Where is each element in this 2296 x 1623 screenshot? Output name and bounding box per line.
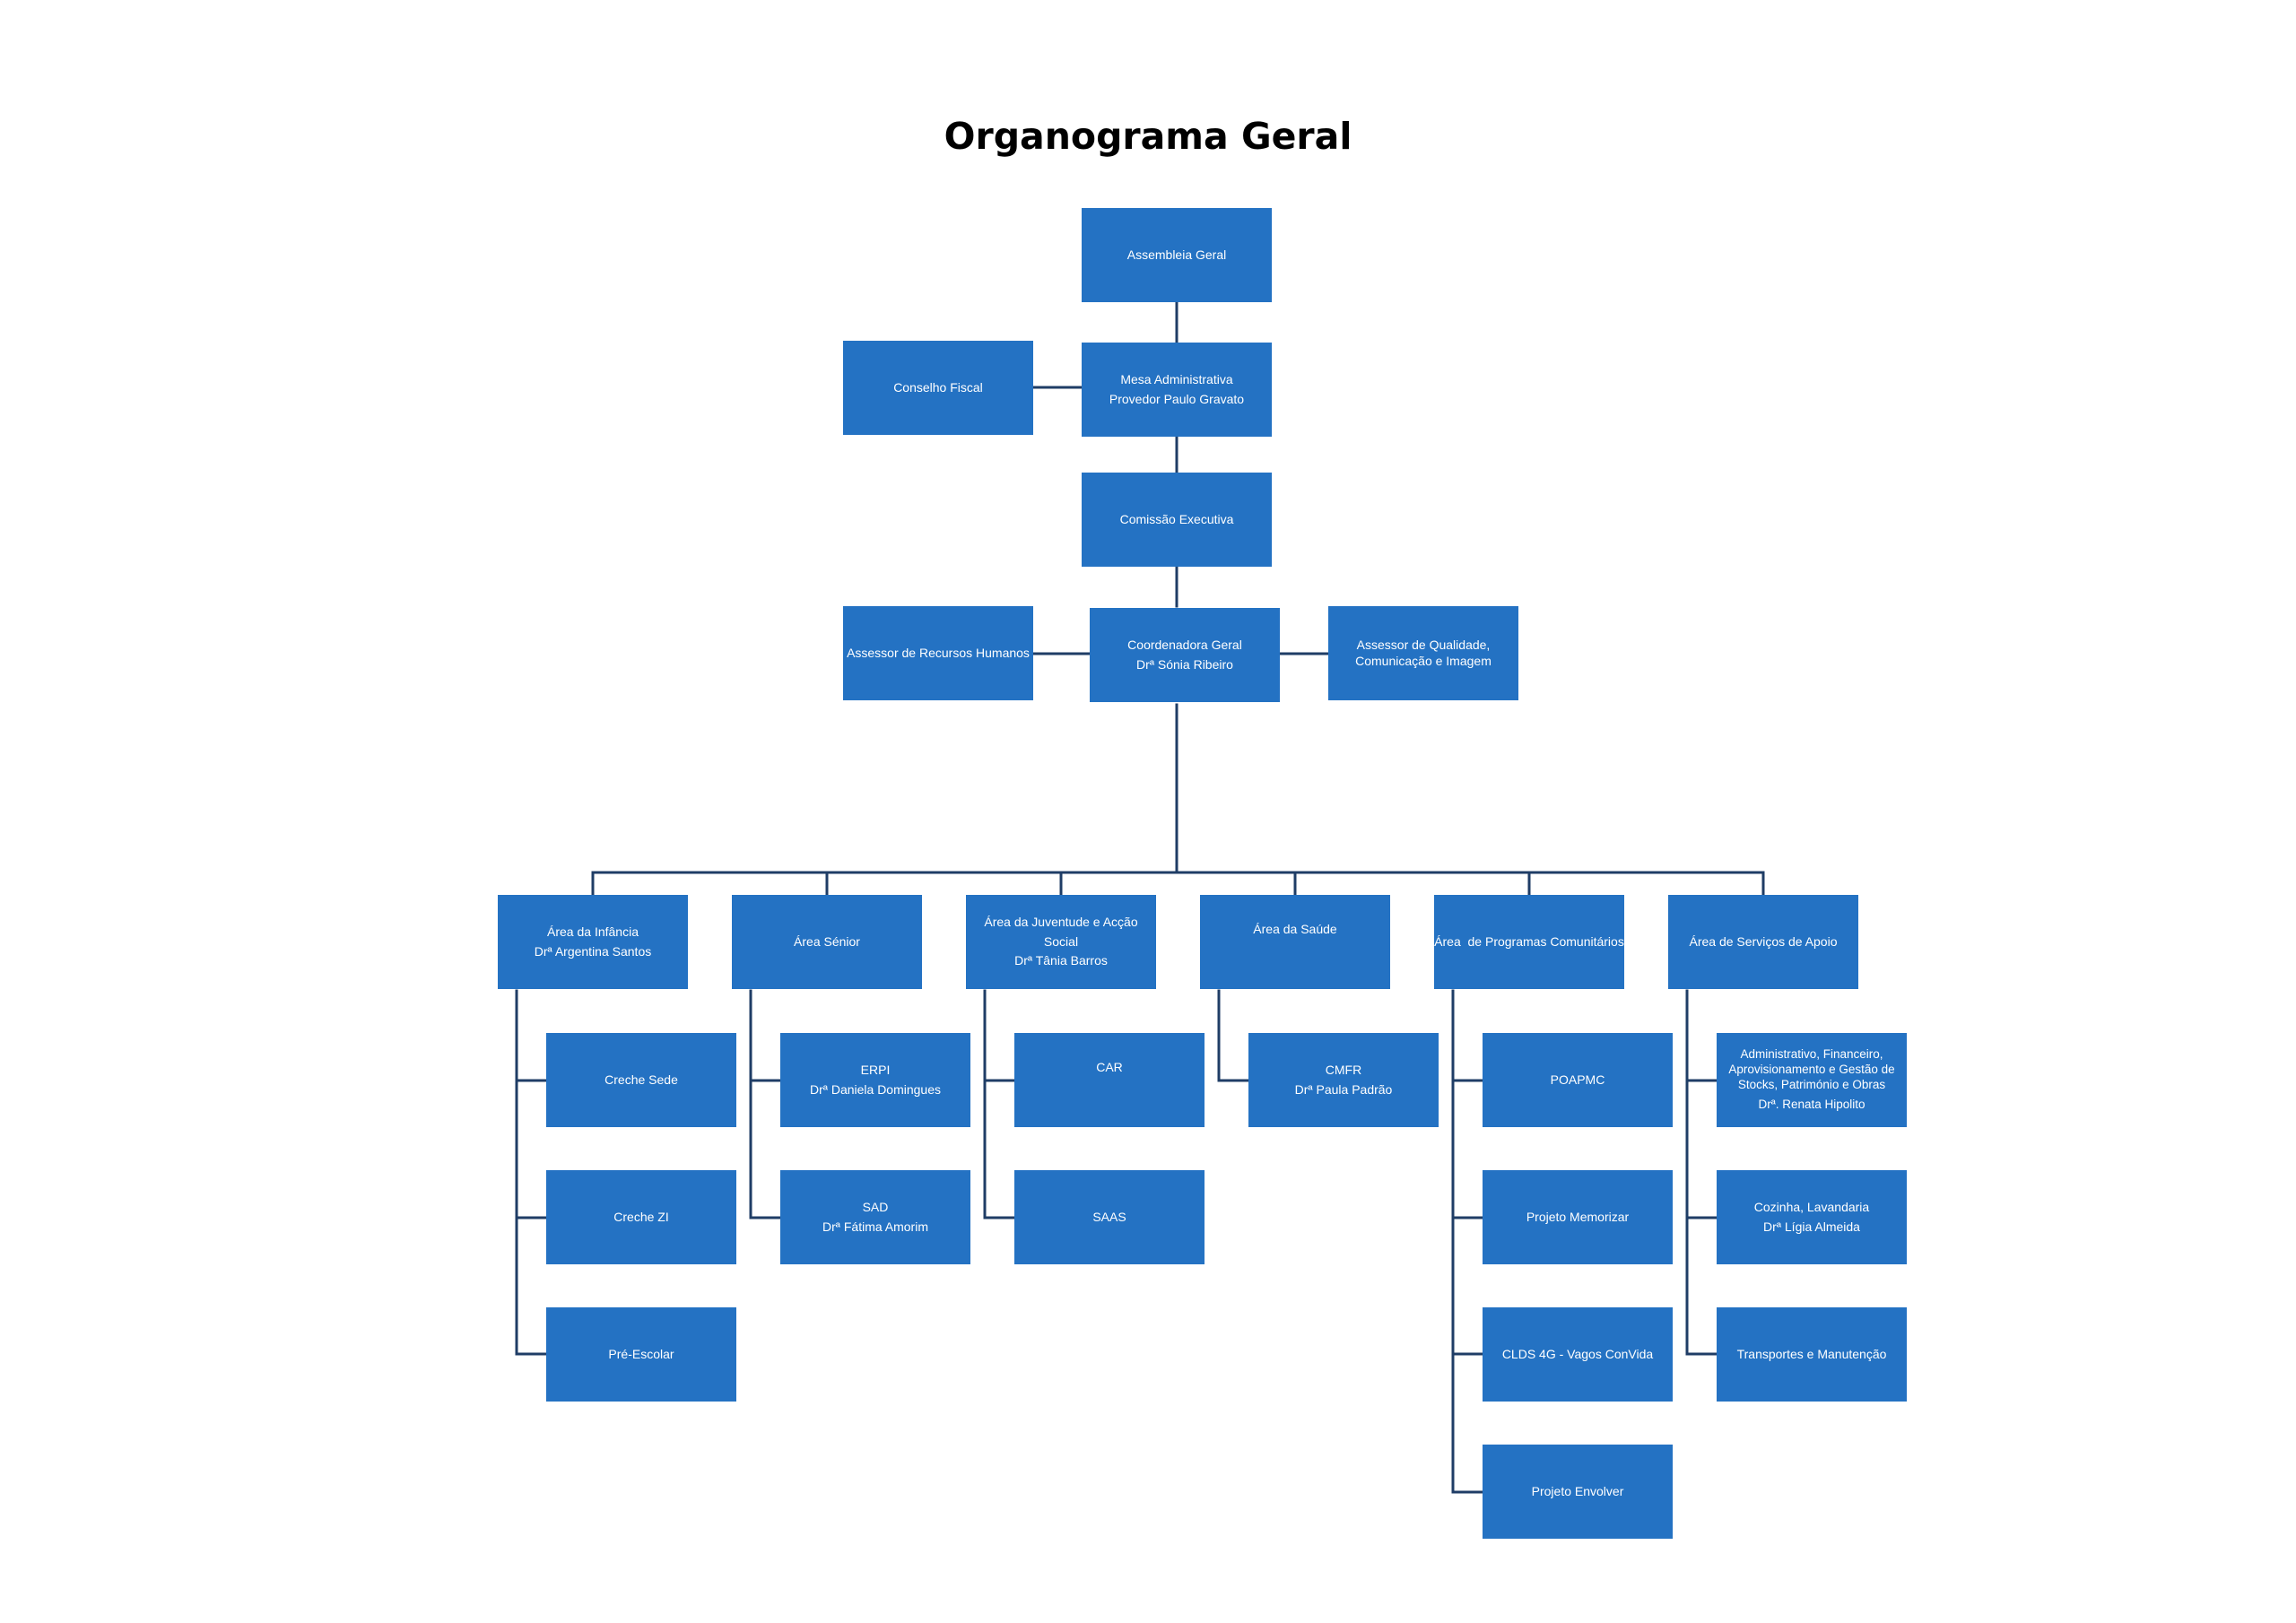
node-pre-escolar: Pré-Escolar xyxy=(546,1307,736,1402)
node-area-programas-comunitarios: Área de Programas Comunitários xyxy=(1434,895,1624,989)
node-projeto-memorizar: Projeto Memorizar xyxy=(1483,1170,1673,1264)
node-label: Área de Programas Comunitários xyxy=(1434,933,1624,949)
node-area-servicos-apoio: Área de Serviços de Apoio xyxy=(1668,895,1858,989)
node-area-senior: Área Sénior xyxy=(732,895,922,989)
node-label-2: Comunicação e Imagem xyxy=(1355,653,1492,668)
node-label: Creche ZI xyxy=(613,1209,669,1224)
node-label: Cozinha, Lavandaria xyxy=(1753,1199,1870,1214)
node-label-3: Stocks, Património e Obras xyxy=(1737,1078,1886,1091)
node-erpi: ERPI Drª Daniela Domingues xyxy=(780,1033,970,1127)
node-area-juventude: Área da Juventude e Acção Social Drª Tân… xyxy=(966,895,1156,989)
node-assessor-recursos-humanos: Assessor de Recursos Humanos xyxy=(843,606,1033,700)
node-label: Pré-Escolar xyxy=(608,1346,674,1361)
node-assessor-qualidade: Assessor de Qualidade, Comunicação e Ima… xyxy=(1328,606,1518,700)
node-assembleia-geral: Assembleia Geral xyxy=(1082,208,1272,302)
node-sad: SAD Drª Fátima Amorim xyxy=(780,1170,970,1264)
node-creche-sede: Creche Sede xyxy=(546,1033,736,1127)
node-label: CLDS 4G - Vagos ConVida xyxy=(1501,1346,1654,1361)
node-label: Conselho Fiscal xyxy=(893,379,983,395)
node-label: Mesa Administrativa xyxy=(1120,371,1233,386)
node-person: Drª Fátima Amorim xyxy=(822,1219,928,1234)
node-creche-zi: Creche ZI xyxy=(546,1170,736,1264)
node-clds-4g: CLDS 4G - Vagos ConVida xyxy=(1483,1307,1673,1402)
node-person: Drª Tânia Barros xyxy=(1014,953,1108,968)
node-car: CAR xyxy=(1014,1033,1205,1127)
node-label: Coordenadora Geral xyxy=(1127,637,1242,652)
node-label: Creche Sede xyxy=(604,1072,678,1087)
node-label: Área da Infância xyxy=(547,924,639,939)
node-label: Comissão Executiva xyxy=(1119,511,1234,526)
node-person: Drª Argentina Santos xyxy=(534,943,652,959)
node-label: Área da Saúde xyxy=(1253,922,1337,936)
node-label: CMFR xyxy=(1325,1062,1362,1077)
node-person: Provedor Paulo Gravato xyxy=(1109,391,1245,406)
node-cozinha-lavandaria: Cozinha, Lavandaria Drª Lígia Almeida xyxy=(1717,1170,1907,1264)
node-label: POAPMC xyxy=(1550,1072,1605,1087)
node-projeto-envolver: Projeto Envolver xyxy=(1483,1445,1673,1539)
node-area-saude: Área da Saúde xyxy=(1200,895,1390,989)
node-label: CAR xyxy=(1096,1060,1123,1074)
node-label: Projeto Envolver xyxy=(1531,1483,1624,1498)
node-cmfr: CMFR Drª Paula Padrão xyxy=(1248,1033,1439,1127)
node-label: Área de Serviços de Apoio xyxy=(1689,933,1838,949)
node-label: ERPI xyxy=(860,1062,891,1077)
node-label: SAAS xyxy=(1092,1209,1126,1224)
node-person: Drª Sónia Ribeiro xyxy=(1136,656,1233,672)
node-label: Assessor de Qualidade, xyxy=(1356,638,1491,652)
node-area-infancia: Área da Infância Drª Argentina Santos xyxy=(498,895,688,989)
node-person: Drª Paula Padrão xyxy=(1294,1081,1393,1097)
node-label: Área da Juventude e Acção Social xyxy=(984,914,1138,949)
page-title: Organograma Geral xyxy=(944,115,1352,158)
node-administrativo-financeiro: Administrativo, Financeiro, Aprovisionam… xyxy=(1717,1033,1907,1127)
node-saas: SAAS xyxy=(1014,1170,1205,1264)
node-label: Transportes e Manutenção xyxy=(1736,1346,1887,1361)
node-label-2: Aprovisionamento e Gestão de xyxy=(1728,1063,1895,1077)
node-label: Projeto Memorizar xyxy=(1526,1209,1630,1224)
node-person: Drª Lígia Almeida xyxy=(1763,1219,1860,1234)
node-label: Assembleia Geral xyxy=(1126,247,1227,262)
node-coordenadora-geral: Coordenadora Geral Drª Sónia Ribeiro xyxy=(1090,608,1280,702)
node-mesa-administrativa: Mesa Administrativa Provedor Paulo Grava… xyxy=(1082,343,1272,437)
node-label: Assessor de Recursos Humanos xyxy=(847,645,1030,660)
node-person: Drª. Renata Hipolito xyxy=(1758,1097,1866,1111)
node-transportes-manutencao: Transportes e Manutenção xyxy=(1717,1307,1907,1402)
node-label: SAD xyxy=(862,1199,889,1214)
node-person: Drª Daniela Domingues xyxy=(809,1081,942,1097)
node-poapmc: POAPMC xyxy=(1483,1033,1673,1127)
node-conselho-fiscal: Conselho Fiscal xyxy=(843,341,1033,435)
node-label: Área Sénior xyxy=(794,933,860,949)
node-comissao-executiva: Comissão Executiva xyxy=(1082,473,1272,567)
node-label: Administrativo, Financeiro, xyxy=(1740,1047,1883,1062)
